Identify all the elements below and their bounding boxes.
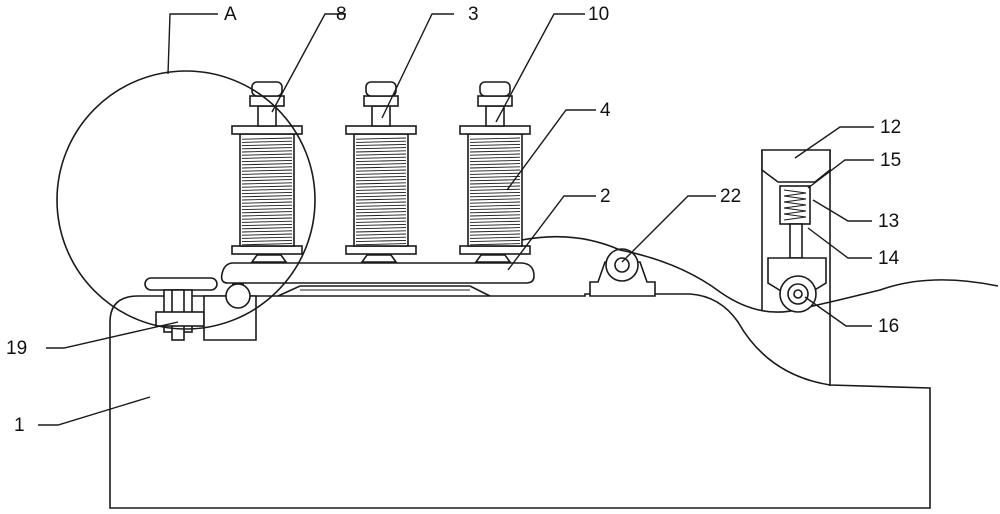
tension-housing <box>761 149 831 386</box>
label-13: 13 <box>878 211 899 232</box>
detail-circle-a <box>56 70 316 330</box>
label-19: 19 <box>6 338 27 359</box>
guide-roller <box>589 248 656 297</box>
leader-lines <box>38 13 874 426</box>
wire <box>521 235 999 313</box>
mounting-plate <box>220 262 535 284</box>
label-15: 15 <box>880 150 901 171</box>
label-2: 2 <box>600 186 611 207</box>
label-A: A <box>224 4 237 25</box>
label-14: 14 <box>878 248 900 269</box>
label-10: 10 <box>588 4 609 25</box>
label-1: 1 <box>14 415 25 436</box>
label-8: 8 <box>336 4 347 25</box>
label-12: 12 <box>880 117 901 138</box>
label-3: 3 <box>468 4 479 25</box>
adjusting-screw-assembly <box>144 277 257 341</box>
slide-rail <box>277 285 491 297</box>
spool-windings <box>171 137 521 339</box>
spool-left <box>231 81 303 263</box>
label-22: 22 <box>720 186 741 207</box>
label-4: 4 <box>600 100 611 121</box>
label-16: 16 <box>878 316 899 337</box>
base-body <box>109 293 931 509</box>
